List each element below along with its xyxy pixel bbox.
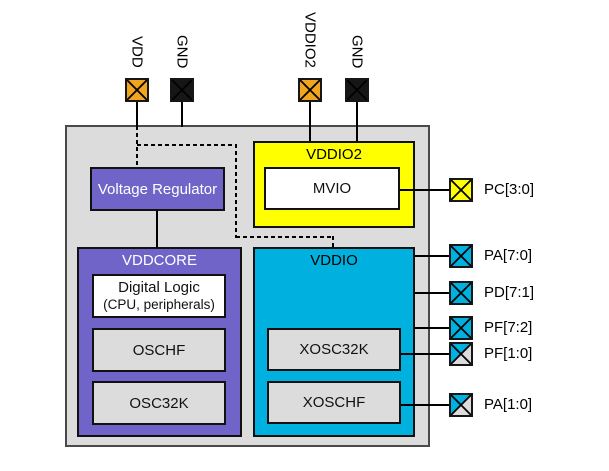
osc32k-block: OSC32K	[92, 381, 226, 425]
oschf-block: OSCHF	[92, 328, 226, 372]
regulator-to-vddcore-line	[156, 210, 158, 248]
oschf-label: OSCHF	[132, 341, 186, 359]
gnd-left-pin-label: GND	[173, 34, 191, 68]
pin-cross-icon	[300, 80, 320, 100]
mvio-block: MVIO	[264, 167, 400, 210]
vddcore-domain-label: VDDCORE	[121, 252, 197, 269]
pin-cross-icon	[451, 344, 471, 364]
gnd-left-pin-icon	[170, 78, 194, 102]
mvio-to-pc-line	[400, 189, 449, 191]
vdd-pin-icon	[125, 78, 149, 102]
pc3-0-pin-icon	[449, 178, 473, 202]
pin-cross-icon	[347, 80, 367, 100]
pd7-1-pin-label: PD[7:1]	[484, 284, 535, 301]
vdd-dashed-line-3	[235, 144, 237, 238]
vdd-stub-line	[136, 102, 138, 127]
pa7-0-pin-icon	[449, 244, 473, 268]
pa1-0-pin-icon	[449, 393, 473, 417]
vdd-dashed-line-5	[332, 236, 334, 249]
vddio2-pin-label: VDDIO2	[301, 12, 319, 68]
vdd-dashed-line-1	[136, 126, 138, 169]
pf1-0-pin-label: PF[1:0]	[484, 345, 533, 362]
xoschf-to-pa10-line	[401, 404, 449, 406]
pin-cross-icon	[451, 246, 471, 266]
pd7-1-pin-icon	[449, 281, 473, 305]
gnd-right-stub-line	[356, 102, 358, 143]
xosc32k-to-pf10-line	[401, 353, 449, 355]
vdd-dashed-line-2	[137, 144, 237, 146]
vddio-to-pa7-line	[415, 255, 449, 257]
vddio2-domain-label: VDDIO2	[306, 146, 362, 163]
mvio-label: MVIO	[312, 180, 352, 197]
digital-logic-label-line1: Digital Logic	[118, 279, 200, 296]
pin-cross-icon	[172, 80, 192, 100]
gnd-left-stub-line	[181, 102, 183, 127]
pf7-2-pin-label: PF[7:2]	[484, 319, 533, 336]
pf7-2-pin-icon	[449, 316, 473, 340]
pc3-0-pin-label: PC[3:0]	[484, 181, 535, 198]
pin-cross-icon	[451, 180, 471, 200]
vddio-domain-label: VDDIO	[310, 252, 358, 269]
xosc32k-label: XOSC32K	[299, 341, 369, 358]
pin-cross-icon	[451, 318, 471, 338]
vddio-to-pd-line	[415, 292, 449, 294]
xoschf-label: XOSCHF	[302, 394, 366, 411]
voltage-regulator-label: Voltage Regulator	[97, 180, 218, 198]
xoschf-block: XOSCHF	[267, 381, 401, 424]
pin-cross-icon	[127, 80, 147, 100]
vdd-dashed-line-4	[236, 236, 333, 238]
vdd-pin-label: VDD	[128, 36, 146, 68]
digital-logic-label-line2: (CPU, peripherals)	[103, 297, 215, 312]
vddio-to-pf72-line	[415, 327, 449, 329]
pin-cross-icon	[451, 395, 471, 415]
pa7-0-pin-label: PA[7:0]	[484, 247, 533, 264]
vddio2-stub-line	[309, 102, 311, 143]
pin-cross-icon	[451, 283, 471, 303]
vddio2-pin-icon	[298, 78, 322, 102]
osc32k-label: OSC32K	[129, 394, 189, 412]
voltage-regulator-block: Voltage Regulator	[90, 167, 225, 211]
pa1-0-pin-label: PA[1:0]	[484, 396, 533, 413]
gnd-right-pin-icon	[345, 78, 369, 102]
xosc32k-block: XOSC32K	[267, 328, 401, 371]
digital-logic-block: Digital Logic (CPU, peripherals)	[92, 274, 226, 318]
pf1-0-pin-icon	[449, 342, 473, 366]
gnd-right-pin-label: GND	[348, 34, 366, 68]
